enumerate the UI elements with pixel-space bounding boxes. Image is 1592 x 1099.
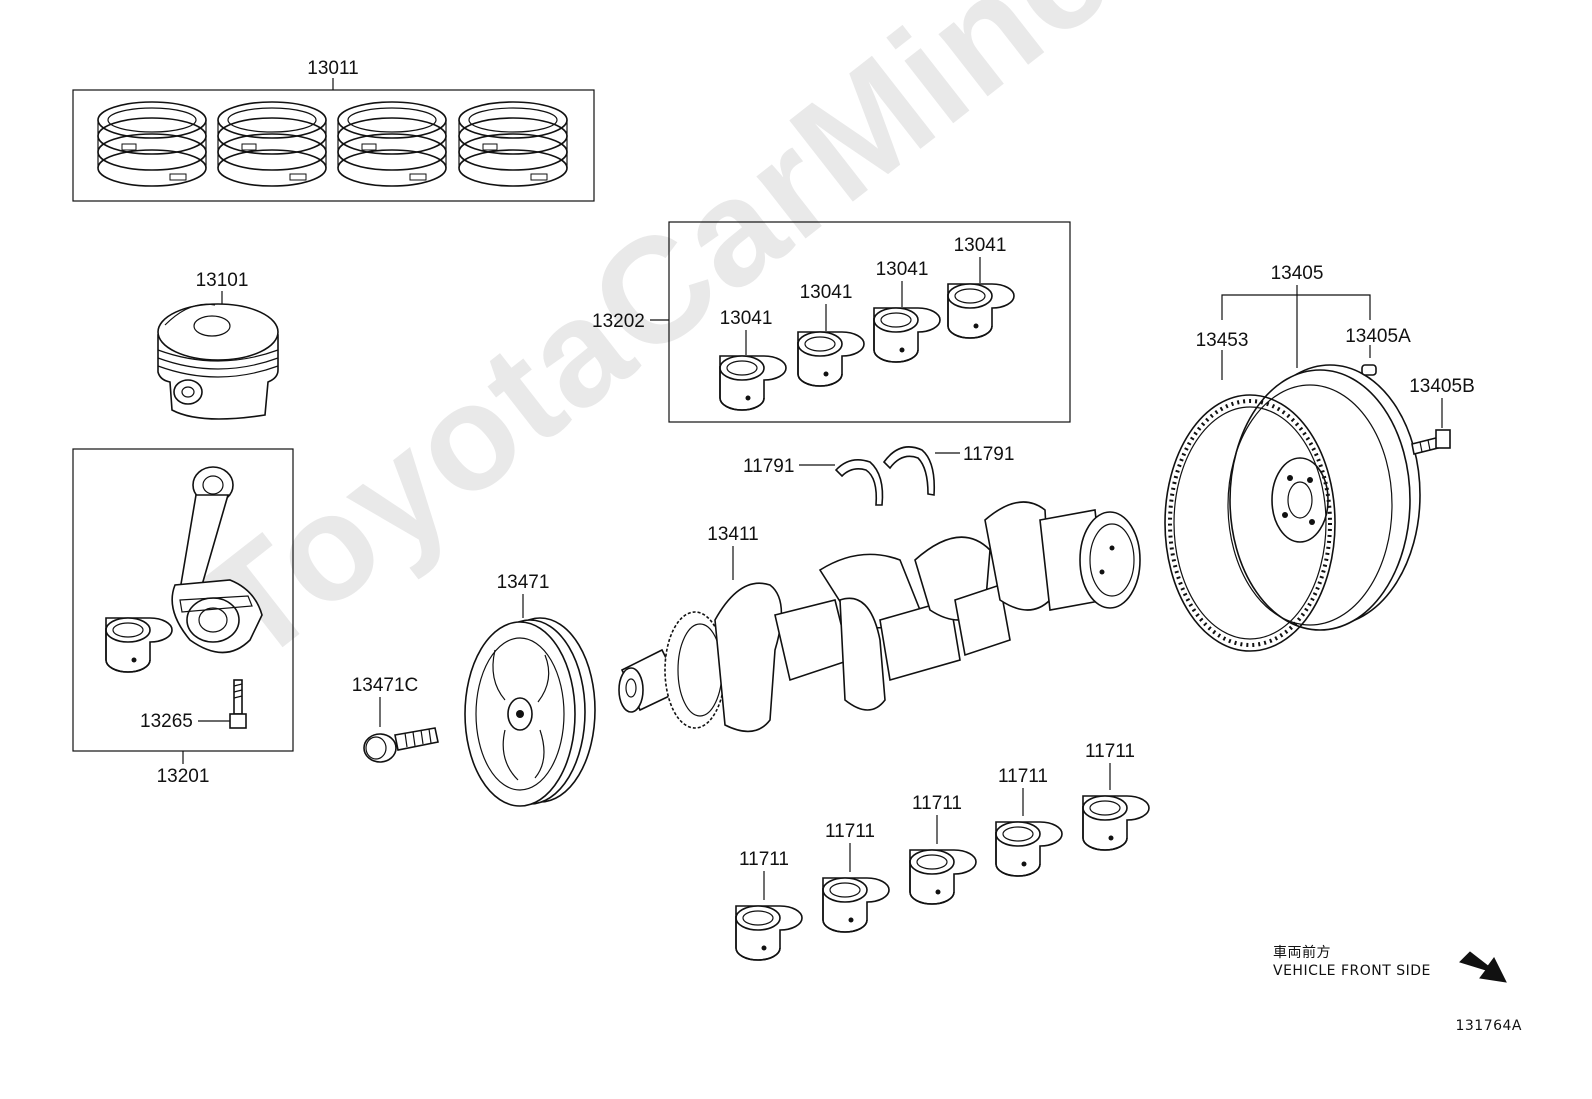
connecting-rod-icon (171, 466, 263, 654)
diagram-id: 131764A (1455, 1018, 1522, 1034)
label-conrod-bearing-2[interactable]: 13041 (800, 282, 853, 303)
conrod-bearing-icon (719, 283, 1015, 411)
piston-icon (157, 303, 279, 420)
crankshaft-icon (618, 501, 1141, 733)
label-thrust-washer-right[interactable]: 11791 (963, 444, 1014, 465)
label-main-bearing-5[interactable]: 11711 (1085, 741, 1135, 762)
conrod-bearing-icon (105, 617, 173, 673)
orientation-jp-label: 車両前方 (1273, 944, 1331, 961)
flywheel-bolt-icon (1411, 429, 1451, 455)
label-ring-gear[interactable]: 13453 (1196, 330, 1249, 351)
label-conrod-bolt[interactable]: 13265 (140, 711, 193, 732)
label-conrod-bearing-3[interactable]: 13041 (876, 259, 929, 280)
pulley-bolt-icon (363, 727, 439, 763)
crank-pulley-icon (464, 617, 596, 807)
main-bearing-icon (735, 795, 1150, 961)
label-main-bearing-3[interactable]: 11711 (912, 793, 962, 814)
label-flywheel-assy[interactable]: 13405 (1271, 263, 1324, 284)
label-conrod-bearing-set[interactable]: 13202 (592, 311, 645, 332)
conrod-bearing-set-frame (668, 221, 1071, 423)
label-crankshaft[interactable]: 13411 (707, 524, 758, 545)
label-connecting-rod-assy[interactable]: 13201 (157, 766, 210, 787)
label-conrod-bearing-4[interactable]: 13041 (954, 235, 1007, 256)
arrow-down-right-icon (1459, 951, 1507, 983)
label-conrod-bearing-1[interactable]: 13041 (720, 308, 773, 329)
label-main-bearing-1[interactable]: 11711 (739, 849, 789, 870)
flywheel-pin-icon (1361, 364, 1377, 376)
flywheel-icon (1227, 364, 1421, 631)
label-flywheel-pin[interactable]: 13405A (1345, 326, 1411, 347)
label-piston[interactable]: 13101 (196, 270, 249, 291)
conrod-bolt-icon (229, 679, 247, 729)
piston-ring-icon (97, 101, 568, 187)
label-crank-pulley[interactable]: 13471 (497, 572, 550, 593)
ring-gear-icon (1164, 394, 1336, 652)
label-pulley-bolt[interactable]: 13471C (352, 675, 419, 696)
label-main-bearing-4[interactable]: 11711 (998, 766, 1048, 787)
thrust-washer-icon (834, 446, 936, 506)
label-piston-ring-set[interactable]: 13011 (307, 58, 358, 79)
orientation-en-label: VEHICLE FRONT SIDE (1273, 963, 1431, 979)
label-main-bearing-2[interactable]: 11711 (825, 821, 875, 842)
label-flywheel-bolt[interactable]: 13405B (1409, 376, 1475, 397)
label-thrust-washer-left[interactable]: 11791 (743, 456, 794, 477)
flywheel-bracket (1221, 294, 1371, 320)
